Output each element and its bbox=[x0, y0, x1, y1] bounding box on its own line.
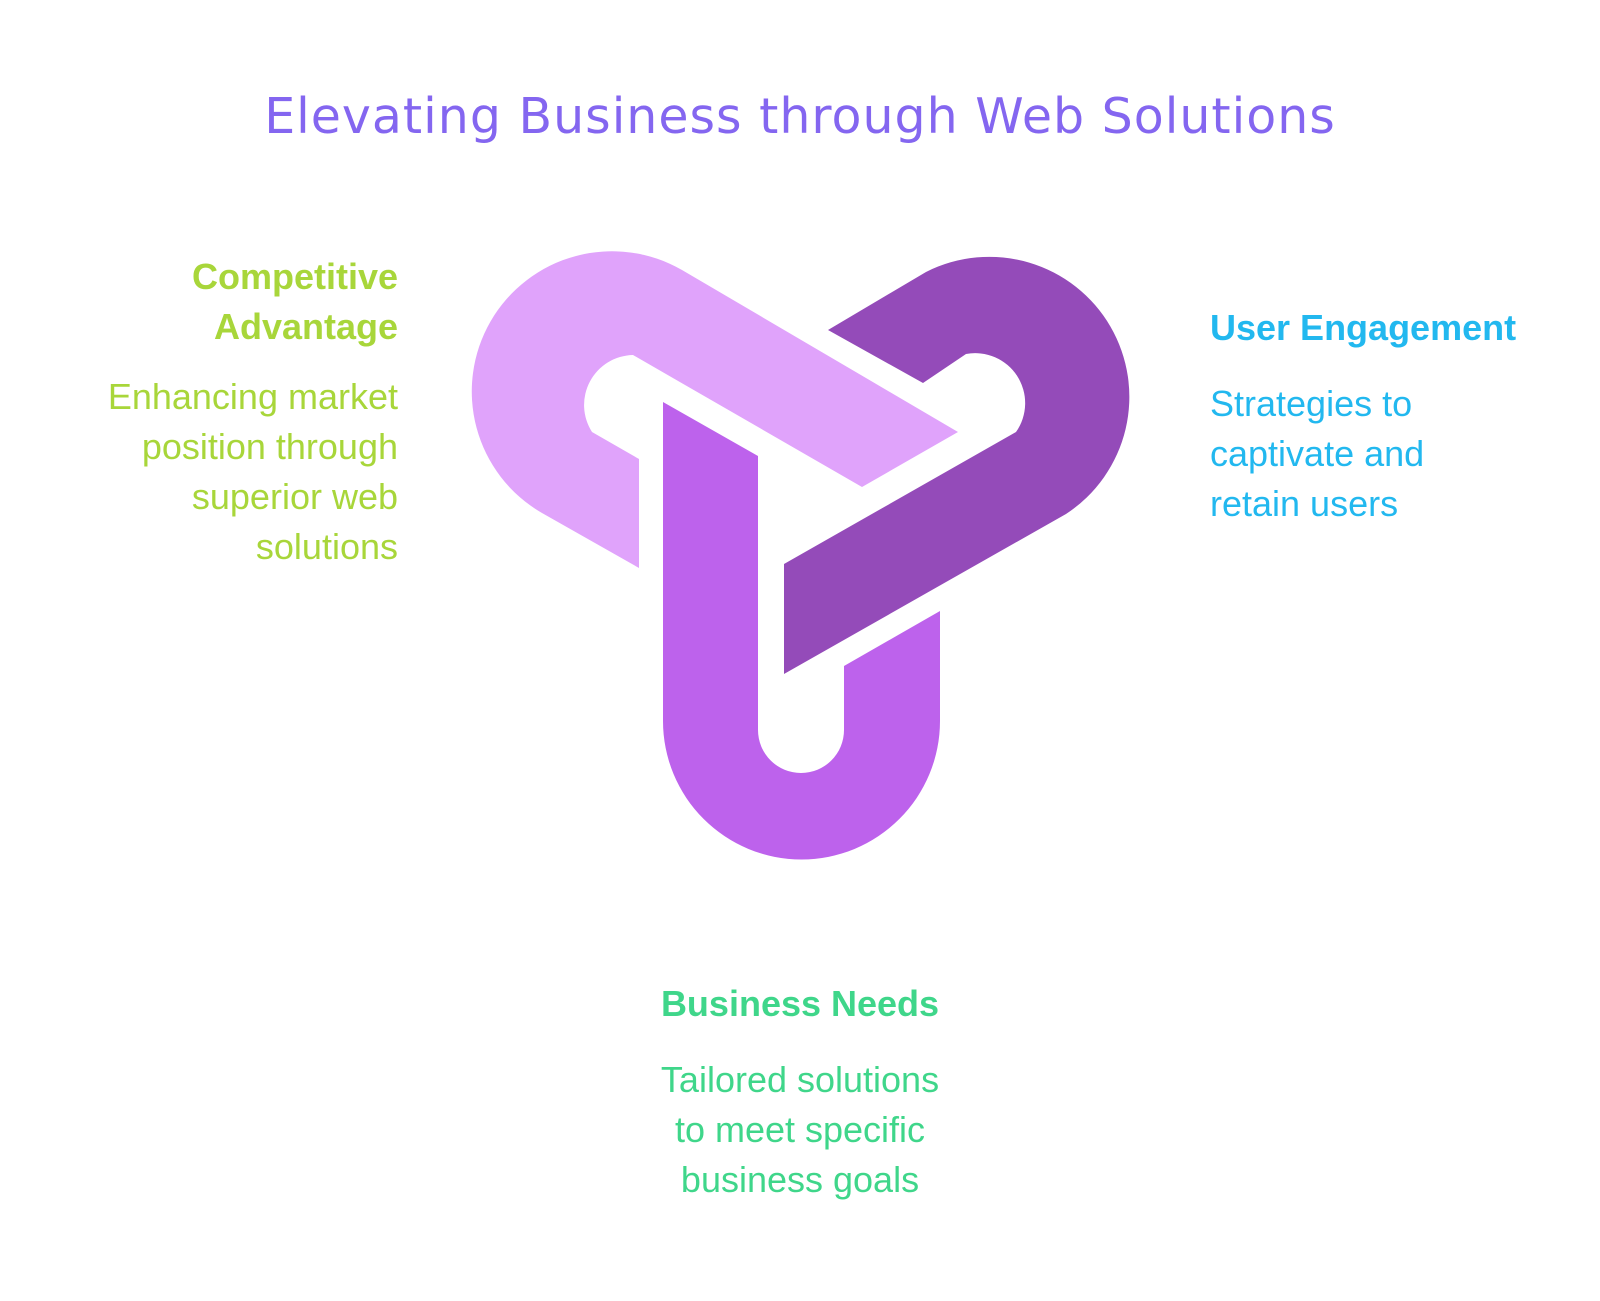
knot-band-business-needs bbox=[663, 402, 940, 860]
competitive-advantage-heading: Competitive Advantage bbox=[40, 252, 398, 352]
node-competitive-advantage: Competitive Advantage Enhancing market p… bbox=[40, 252, 398, 572]
node-business-needs: Business Needs Tailored solutions to mee… bbox=[560, 979, 1040, 1205]
user-engagement-description: Strategies to captivate and retain users bbox=[1210, 379, 1570, 529]
competitive-advantage-description: Enhancing market position through superi… bbox=[40, 372, 398, 572]
knot-band-user-engagement bbox=[784, 256, 1130, 674]
desc-line: Enhancing market bbox=[107, 376, 398, 417]
desc-line: Tailored solutions bbox=[660, 1059, 940, 1100]
user-engagement-heading: User Engagement bbox=[1210, 303, 1570, 353]
desc-line: captivate and bbox=[1210, 433, 1425, 474]
node-user-engagement: User Engagement Strategies to captivate … bbox=[1210, 303, 1570, 529]
desc-line: solutions bbox=[255, 526, 398, 567]
desc-line: business goals bbox=[680, 1159, 920, 1200]
knot-band-competitive-advantage bbox=[471, 251, 958, 568]
desc-line: Strategies to bbox=[1210, 383, 1413, 424]
desc-line: position through bbox=[141, 426, 398, 467]
diagram-title: Elevating Business through Web Solutions bbox=[264, 88, 1336, 145]
desc-line: superior web bbox=[191, 476, 398, 517]
business-needs-description: Tailored solutions to meet specific busi… bbox=[560, 1055, 1040, 1205]
heading-line: Business Needs bbox=[660, 983, 940, 1024]
business-needs-heading: Business Needs bbox=[560, 979, 1040, 1029]
desc-line: retain users bbox=[1210, 483, 1399, 524]
heading-line: Competitive bbox=[191, 256, 398, 297]
desc-line: to meet specific bbox=[674, 1109, 926, 1150]
heading-line: Advantage bbox=[213, 306, 398, 347]
heading-line: User Engagement bbox=[1210, 307, 1517, 348]
